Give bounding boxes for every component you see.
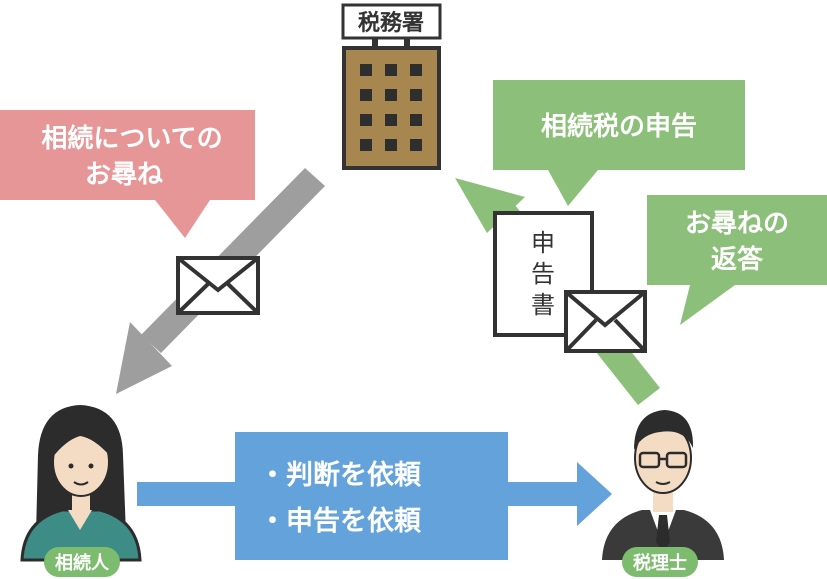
document-char-1: 申: [531, 229, 555, 257]
inquiry-text-line2: お尋ね: [85, 160, 163, 190]
heir-label: 相続人: [55, 552, 110, 574]
envelope-icon: [176, 256, 260, 315]
accountant-avatar: 税理士: [602, 410, 724, 577]
request-line2: ・申告を依頼: [259, 506, 422, 537]
reply-text-line2: 返答: [711, 244, 764, 275]
document-char-3: 書: [531, 291, 555, 319]
document-char-2: 告: [531, 260, 555, 288]
tax-office-sign-box: [341, 3, 442, 40]
request-line1: ・判断を依頼: [259, 460, 422, 491]
inquiry-bubble: 相続についての お尋ね: [0, 110, 255, 238]
accountant-label: 税理士: [633, 552, 687, 574]
tax-office: 税務署: [341, 3, 442, 170]
filing-bubble: 相続税の申告: [493, 80, 745, 206]
reply-text-line1: お尋ねの: [685, 209, 789, 239]
reply-envelope-icon: [564, 290, 647, 353]
request-box: [235, 432, 508, 560]
inquiry-text-line1: 相続についての: [41, 123, 222, 154]
building-windows: [360, 64, 422, 151]
request-arrow: ・判断を依頼 ・申告を依頼: [137, 432, 612, 560]
heir-avatar: 相続人: [20, 405, 142, 577]
sign-post-left: [372, 38, 378, 48]
sign-post-right: [404, 38, 410, 48]
reply-bubble: お尋ねの 返答: [647, 195, 827, 325]
filing-bubble-text: 相続税の申告: [541, 111, 697, 142]
tax-office-sign: 税務署: [358, 10, 424, 36]
